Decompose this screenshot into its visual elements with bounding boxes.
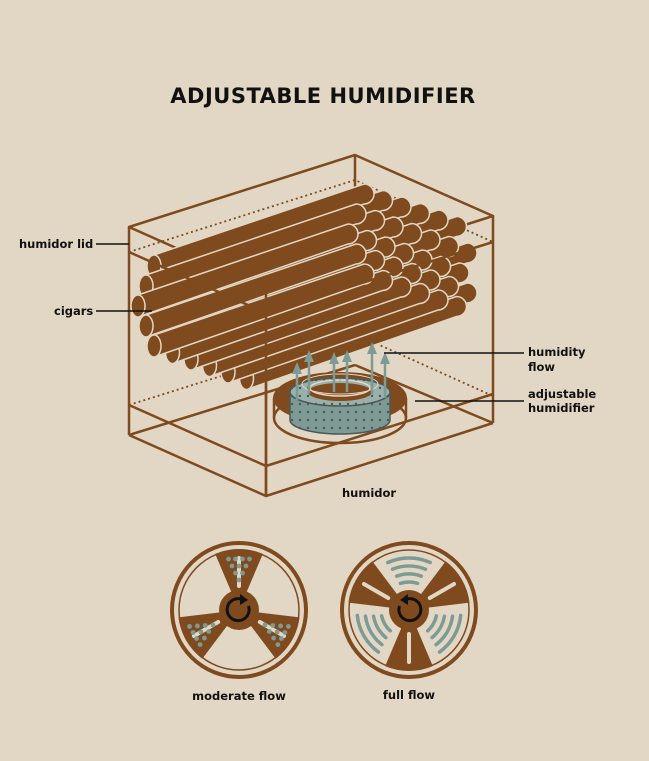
humidity-wave bbox=[398, 580, 420, 586]
label-adjustable-humidifier-2: humidifier bbox=[528, 401, 595, 415]
humidity-dot bbox=[278, 623, 284, 629]
humidity-dot bbox=[262, 622, 268, 628]
humidity-wave bbox=[386, 556, 432, 565]
cigar-end bbox=[138, 314, 154, 338]
humidity-wave bbox=[394, 572, 424, 578]
flow-arrow bbox=[329, 352, 339, 392]
rotate-arrow-icon bbox=[397, 594, 423, 623]
humidity-dot bbox=[266, 629, 272, 634]
rotate-arrow-icon bbox=[225, 594, 251, 623]
humidity-dot bbox=[275, 642, 281, 647]
humidity-dot bbox=[201, 635, 207, 641]
flow-arrow bbox=[292, 362, 302, 400]
humidity-dot bbox=[271, 635, 277, 641]
humidity-dot bbox=[236, 577, 242, 583]
label-full-flow: full flow bbox=[383, 688, 436, 702]
humidity-wave bbox=[430, 614, 447, 640]
humidity-dot bbox=[240, 570, 245, 576]
cigar bbox=[142, 203, 367, 297]
humidity-dot bbox=[206, 629, 212, 634]
label-adjustable-humidifier-1: adjustable bbox=[528, 387, 596, 401]
label-humidor: humidor bbox=[342, 486, 396, 500]
label-cigars: cigars bbox=[54, 304, 93, 318]
humidity-dot bbox=[202, 623, 208, 628]
cigar bbox=[134, 223, 359, 317]
humidity-wave bbox=[379, 614, 393, 633]
humidity-wave bbox=[437, 613, 463, 654]
humidity-dot bbox=[198, 629, 204, 635]
humidity-dot bbox=[210, 622, 216, 628]
humidity-wave bbox=[425, 614, 439, 633]
humidity-wave bbox=[355, 613, 381, 654]
humidity-dot bbox=[233, 570, 238, 576]
humidity-dot bbox=[194, 623, 200, 629]
humidity-dot bbox=[229, 563, 235, 569]
humidity-dot bbox=[197, 642, 203, 647]
flow-arrow bbox=[304, 350, 314, 394]
humidity-wave bbox=[434, 614, 455, 647]
humidity-dot bbox=[286, 624, 291, 629]
page-title: ADJUSTABLE HUMIDIFIER bbox=[170, 84, 475, 108]
humidity-dot bbox=[187, 624, 192, 629]
humidity-wave bbox=[371, 614, 388, 640]
humidity-flow-arrows bbox=[292, 342, 390, 400]
humidity-wave bbox=[363, 614, 384, 647]
humidity-dot bbox=[279, 636, 284, 641]
cigar bbox=[150, 263, 375, 357]
humidity-dot bbox=[243, 563, 249, 569]
flow-arrow bbox=[342, 350, 352, 392]
cigar bbox=[150, 183, 375, 277]
humidity-dot bbox=[240, 556, 245, 562]
humidity-dot bbox=[247, 556, 252, 562]
humidity-dot bbox=[233, 556, 238, 562]
cigar-end bbox=[130, 294, 146, 318]
humidor-lid bbox=[128, 240, 494, 496]
cigar-end bbox=[146, 334, 162, 358]
humidity-dot bbox=[274, 629, 280, 635]
label-moderate-flow: moderate flow bbox=[192, 689, 286, 703]
humidity-dot bbox=[236, 563, 242, 569]
full-flow-dial bbox=[340, 541, 478, 679]
callout-lines bbox=[96, 243, 524, 402]
label-humidity-flow-2: flow bbox=[528, 360, 555, 374]
humidity-dot bbox=[190, 630, 196, 635]
humidity-dot bbox=[270, 623, 276, 628]
humidity-wave bbox=[390, 564, 428, 571]
label-humidity-flow-1: humidity bbox=[528, 345, 586, 359]
flow-arrow bbox=[380, 352, 390, 398]
humidity-dot bbox=[282, 630, 288, 635]
moderate-flow-dial bbox=[170, 541, 308, 679]
flow-arrow bbox=[367, 342, 377, 394]
humidity-dot bbox=[194, 636, 199, 641]
cigar bbox=[142, 243, 367, 337]
cigars bbox=[130, 183, 478, 391]
label-humidor-lid: humidor lid bbox=[19, 237, 93, 251]
humidity-dot bbox=[226, 556, 231, 562]
